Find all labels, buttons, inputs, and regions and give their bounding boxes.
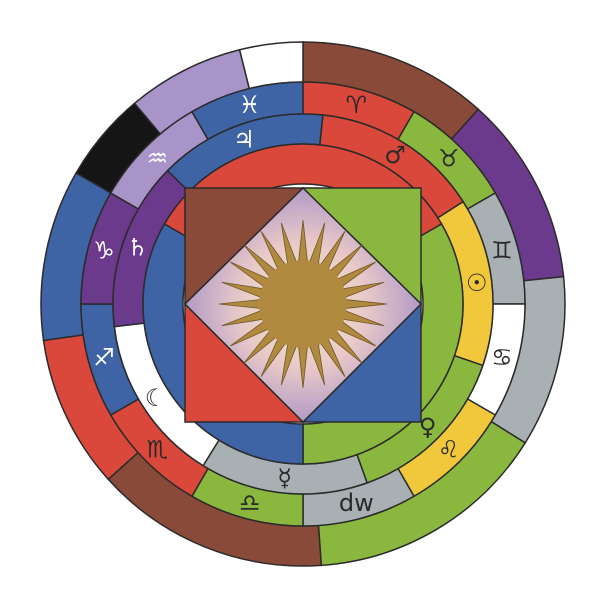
- outer-color-ring: [40, 41, 566, 567]
- sun-symbol: ☉: [466, 269, 488, 297]
- mars-symbol: ♂: [384, 141, 406, 169]
- sagittarius-symbol: ♐: [93, 343, 115, 371]
- aries-symbol: ♈: [346, 91, 368, 119]
- gemini-symbol: ♊: [491, 237, 513, 265]
- libra-symbol: ♎: [239, 489, 261, 517]
- aquarius-symbol: ♒: [147, 144, 169, 172]
- saturn-symbol: ♄: [127, 233, 149, 261]
- taurus-symbol: ♉: [438, 144, 460, 172]
- virgo-symbol: dw: [339, 489, 374, 517]
- mercury-symbol: ☿: [277, 464, 292, 492]
- capricorn-symbol: ♑: [93, 237, 115, 265]
- jupiter-symbol: ♃: [233, 125, 255, 153]
- moon-symbol: ☾: [145, 384, 167, 412]
- sun-disc: [259, 260, 347, 348]
- leo-symbol: ♌: [438, 436, 460, 464]
- center-square: [183, 186, 423, 424]
- cancer-symbol: ♋: [491, 343, 513, 371]
- venus-symbol: ♀: [419, 413, 437, 441]
- pisces-symbol: ♓: [239, 91, 261, 119]
- scorpio-symbol: ♏: [147, 436, 169, 464]
